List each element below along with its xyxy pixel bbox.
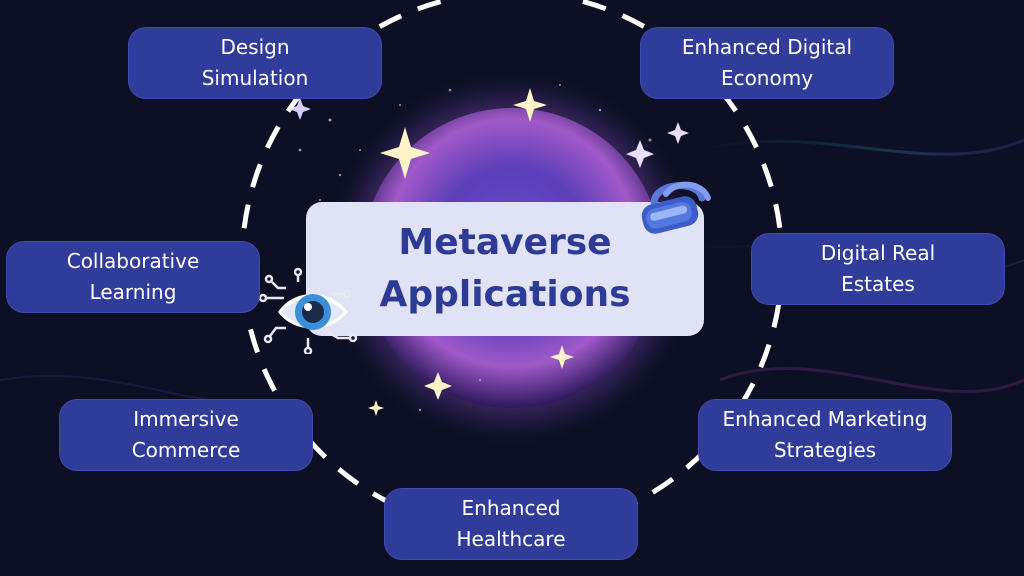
sparkle-icon [380, 127, 430, 179]
sparkle-icon [626, 140, 654, 168]
sparkle-icon [368, 400, 384, 416]
node-enhanced-healthcare: Enhanced Healthcare [384, 488, 638, 560]
node-enhanced-digital-economy: Enhanced Digital Economy [640, 27, 894, 99]
sparkle-icon [550, 345, 574, 369]
sparkle-icon [667, 122, 689, 144]
sparkle-icon [513, 88, 547, 122]
eye-circuit-icon [258, 268, 358, 354]
node-immersive-commerce: Immersive Commerce [59, 399, 313, 471]
center-title: Metaverse Applications [306, 202, 704, 336]
sparkle-icon [289, 98, 311, 120]
node-collaborative-learning: Collaborative Learning [6, 241, 260, 313]
sparkle-icon [424, 372, 452, 400]
node-design-simulation: Design Simulation [128, 27, 382, 99]
node-enhanced-marketing-strategies: Enhanced Marketing Strategies [698, 399, 952, 471]
node-digital-real-estates: Digital Real Estates [751, 233, 1005, 305]
vr-headset-icon [641, 181, 711, 234]
